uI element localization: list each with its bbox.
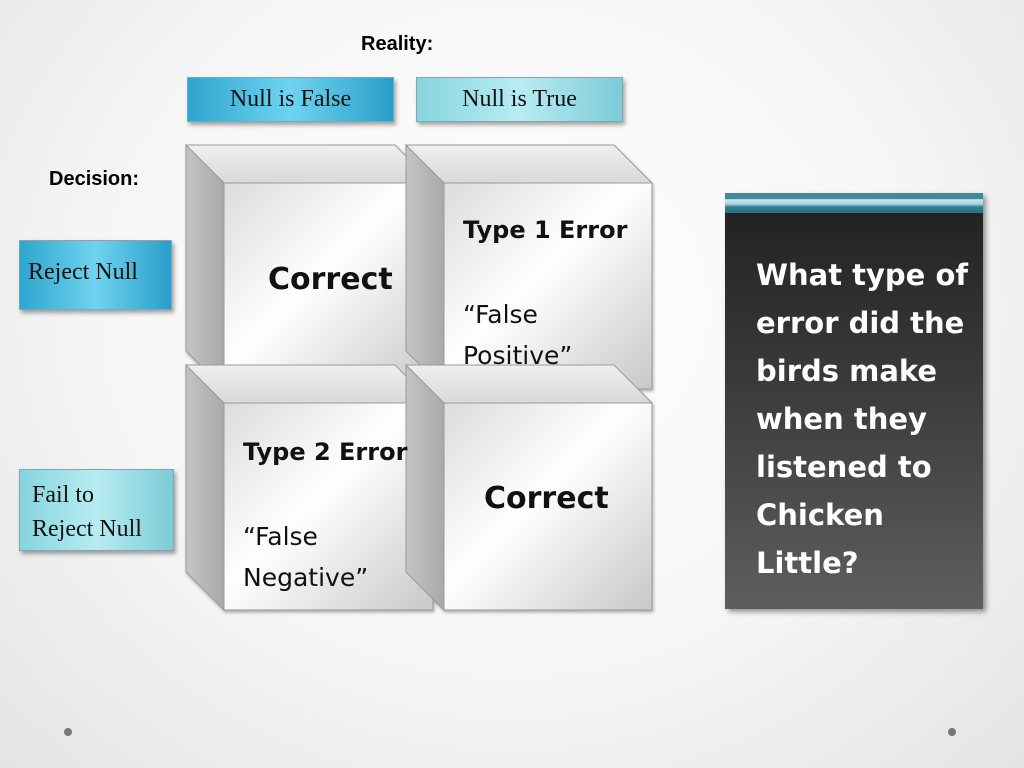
decision-label: Decision: xyxy=(49,168,140,190)
row-header-reject-null: Reject Null xyxy=(19,240,172,310)
cube-top-left-side xyxy=(185,143,225,391)
cube-bottom-left-front xyxy=(223,402,434,611)
cell-correct-bottom-right: Correct xyxy=(484,481,609,516)
row-header-reject-null-text: Reject Null xyxy=(28,259,138,285)
column-header-null-is-false: Null is False xyxy=(187,77,394,122)
row-header-fail-line-1: Fail to xyxy=(32,482,95,508)
row-header-fail-line-2: Reject Null xyxy=(32,516,142,542)
slide-bullet-dot-right xyxy=(948,728,956,736)
row-header-fail-to-reject-null: Fail to Reject Null xyxy=(19,469,174,551)
cube-top-right-top xyxy=(404,144,654,184)
reality-label: Reality: xyxy=(361,33,434,55)
cube-top-right-front xyxy=(443,182,653,390)
slide-bullet-dot-left xyxy=(64,728,72,736)
cell-false-negative: “False Negative” xyxy=(243,522,369,592)
column-header-null-is-true: Null is True xyxy=(416,77,623,122)
cell-type-1-error-title: Type 1 Error xyxy=(463,216,628,244)
cube-bottom-right-front xyxy=(443,402,653,611)
cube-bottom-left-top xyxy=(184,364,435,404)
cube-top-right-side xyxy=(405,143,445,391)
cube-bottom-left-side xyxy=(185,363,225,612)
cube-top-left-top xyxy=(184,144,435,184)
question-callout: What type of error did the birds make wh… xyxy=(725,193,983,609)
cell-false-positive: “False Positive” xyxy=(463,300,573,370)
question-callout-accent-bar xyxy=(725,193,983,213)
cell-correct-top-left: Correct xyxy=(268,262,393,297)
question-text: What type of error did the birds make wh… xyxy=(756,258,968,580)
cell-type-2-error-title: Type 2 Error xyxy=(243,438,408,466)
